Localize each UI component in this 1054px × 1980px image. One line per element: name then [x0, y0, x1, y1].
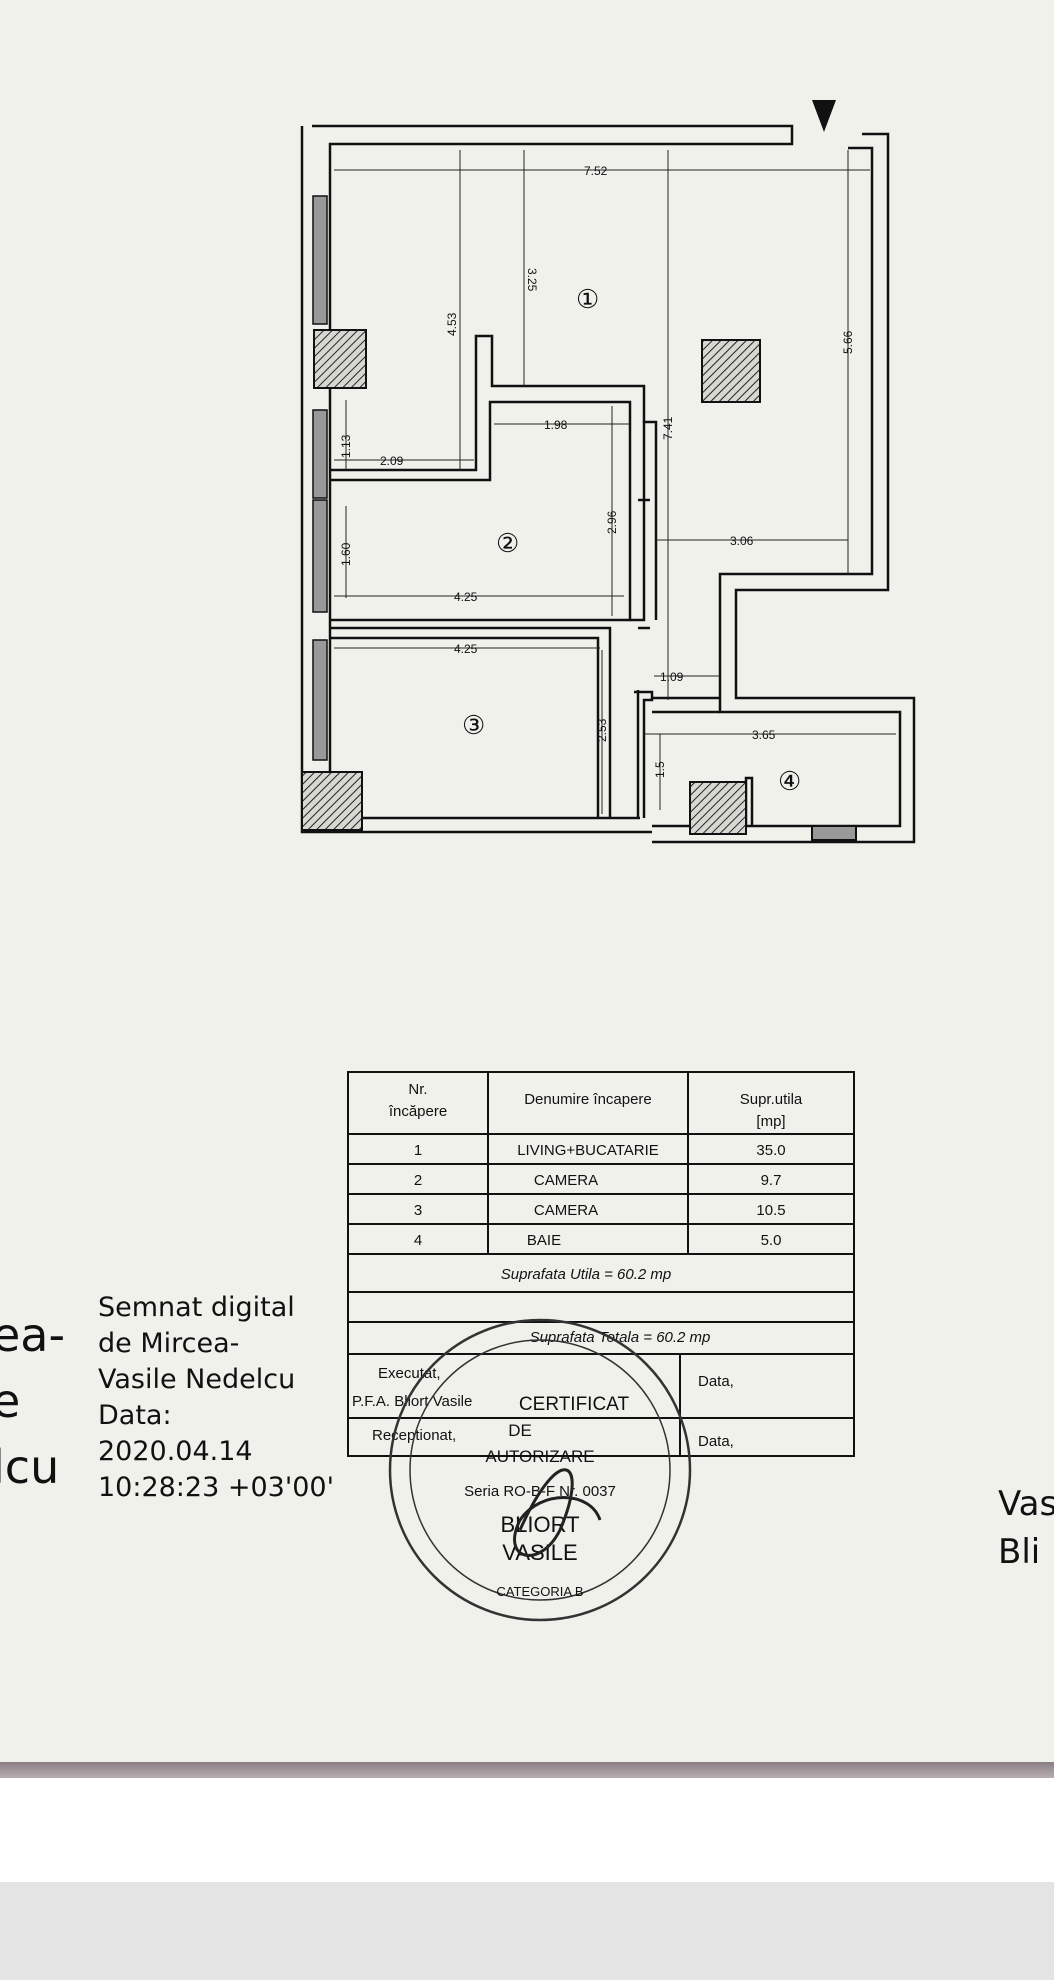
sig-line-5: 2020.04.14: [98, 1436, 253, 1467]
data-label-1: Data,: [698, 1373, 734, 1390]
room-table: Nr. încăpere Denumire încapere Supr.util…: [347, 1071, 855, 1457]
dim-2-53: 2.53: [595, 718, 609, 742]
row-2-name: CAMERA: [534, 1172, 598, 1189]
dim-1-60: 1.60: [339, 542, 353, 566]
sig-line-1: Semnat digital: [98, 1292, 295, 1323]
interior-walls: [330, 334, 754, 826]
left-fragment-line-1: ea-: [0, 1308, 66, 1362]
row-3-name: CAMERA: [534, 1202, 598, 1219]
executat-label: Executat,: [378, 1365, 441, 1382]
authorization-stamp: CERTIFICAT DE AUTORIZARE Seria RO-B-F Nr…: [388, 1318, 692, 1622]
dim-7-41: 7.41: [661, 416, 675, 440]
outer-walls: [300, 124, 916, 844]
row-1-nr: 1: [414, 1142, 422, 1159]
stamp-line-3: AUTORIZARE: [485, 1447, 594, 1466]
col-area-header-2: [mp]: [756, 1113, 785, 1130]
row-2-nr: 2: [414, 1172, 422, 1189]
room-number-4: ④: [778, 766, 801, 796]
dim-2-96: 2.96: [605, 510, 619, 534]
room-number-1: ①: [576, 284, 599, 314]
row-3-area: 10.5: [756, 1202, 785, 1219]
dim-4-25-b: 4.25: [454, 642, 478, 656]
dim-5-66: 5.66: [841, 330, 855, 354]
dim-1-5: 1.5: [653, 761, 667, 778]
dimension-lines: [334, 150, 896, 814]
col-name-header: Denumire încapere: [524, 1091, 652, 1108]
row-4-nr: 4: [414, 1232, 422, 1249]
sig-line-4: Data:: [98, 1400, 172, 1431]
row-1-name: LIVING+BUCATARIE: [517, 1142, 659, 1159]
col-nr-header: Nr.: [408, 1081, 427, 1098]
entrance-arrow-icon: [812, 100, 836, 132]
bottom-bar: [0, 1882, 1054, 1980]
dim-7-52: 7.52: [584, 164, 608, 178]
stamp-line-2: DE: [508, 1421, 532, 1440]
row-3-nr: 3: [414, 1202, 422, 1219]
dim-1-13: 1.13: [339, 434, 353, 458]
dim-4-25-a: 4.25: [454, 590, 478, 604]
right-fragment-line-2: Bli: [998, 1532, 1041, 1572]
right-fragment-line-1: Vas: [998, 1484, 1054, 1524]
stamp-line-1: CERTIFICAT: [519, 1394, 630, 1415]
left-fragment-line-2: e: [0, 1374, 21, 1428]
dim-3-06: 3.06: [730, 534, 754, 548]
room-number-3: ③: [462, 710, 485, 740]
dim-2-09: 2.09: [380, 454, 404, 468]
room-number-2: ②: [496, 528, 519, 558]
dim-4-53: 4.53: [445, 312, 459, 336]
dim-3-65: 3.65: [752, 728, 776, 742]
signature-left-fragment: ea- e lcu: [0, 1302, 65, 1500]
dim-3-25: 3.25: [525, 268, 539, 292]
blank-area: [0, 1778, 1054, 1882]
row-1-area: 35.0: [756, 1142, 785, 1159]
sig-line-2: de Mircea-: [98, 1328, 240, 1359]
left-windows: [312, 195, 328, 761]
sig-line-6: 10:28:23 +03'00': [98, 1472, 335, 1503]
handwritten-signature: [513, 1468, 602, 1557]
row-2-area: 9.7: [761, 1172, 782, 1189]
col-area-header: Supr.utila: [740, 1091, 803, 1108]
stamp-name-1: BLIORT: [500, 1512, 579, 1537]
executat-by: P.F.A. Bliort Vasile: [352, 1393, 472, 1410]
left-fragment-line-3: lcu: [0, 1440, 60, 1494]
scanned-sheet: [0, 0, 1054, 1762]
digital-signature-text: Semnat digital de Mircea- Vasile Nedelcu…: [98, 1290, 334, 1506]
signature-right-fragment: Vas Bli: [998, 1480, 1054, 1576]
total-area: Suprafata Totala = 60.2 mp: [530, 1329, 711, 1346]
ducts: [301, 329, 857, 841]
row-4-name: BAIE: [527, 1232, 561, 1249]
col-nr-header-2: încăpere: [388, 1103, 447, 1120]
row-4-area: 5.0: [761, 1232, 782, 1249]
data-label-2: Data,: [698, 1433, 734, 1450]
sig-line-3: Vasile Nedelcu: [98, 1364, 296, 1395]
util-area: Suprafata Utila = 60.2 mp: [501, 1266, 672, 1283]
stamp-category: CATEGORIA B: [496, 1584, 583, 1599]
dim-1-09: 1.09: [660, 670, 684, 684]
sheet-bottom-edge: [0, 1762, 1054, 1778]
dim-1-98: 1.98: [544, 418, 568, 432]
